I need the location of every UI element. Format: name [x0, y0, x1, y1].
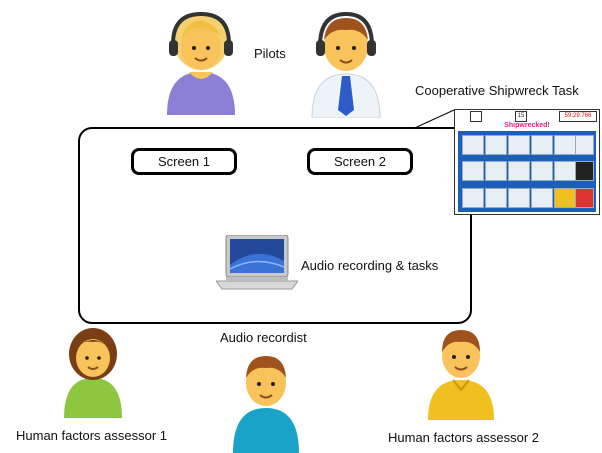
task-item-tile: [554, 188, 576, 208]
task-panel-field: [470, 111, 482, 122]
screen-1-box: Screen 1: [131, 148, 237, 175]
task-title-label: Cooperative Shipwreck Task: [415, 83, 579, 98]
task-item-tile: [508, 161, 530, 181]
task-item-tile: [554, 161, 576, 181]
task-panel-item-grid: [458, 131, 596, 212]
task-item-tile: [575, 188, 594, 208]
laptop-icon: [216, 235, 298, 290]
recordist-label: Audio recordist: [220, 330, 307, 345]
pilots-label: Pilots: [254, 46, 286, 61]
task-item-tile: [575, 161, 594, 181]
pilot-female-headset-icon: [167, 11, 235, 115]
task-item-tile: [531, 188, 553, 208]
recordist-person-icon: [233, 356, 299, 453]
task-item-tile: [508, 135, 530, 155]
task-item-tile: [485, 188, 507, 208]
task-item-tile: [462, 135, 484, 155]
task-item-tile: [485, 161, 507, 181]
task-panel-timer: 59:29:766: [559, 111, 597, 122]
screen-2-label: Screen 2: [333, 154, 387, 169]
task-item-tile: [485, 135, 507, 155]
task-item-tile: [575, 135, 594, 155]
assessor-2-label: Human factors assessor 2: [388, 430, 540, 445]
assessor-1-label: Human factors assessor 1: [16, 428, 168, 443]
screen-2-box: Screen 2: [307, 148, 413, 175]
task-item-tile: [462, 161, 484, 181]
task-item-tile: [554, 135, 576, 155]
laptop-label: Audio recording & tasks: [301, 258, 439, 273]
assessor-1-person-icon: [64, 328, 122, 418]
assessor-2-person-icon: [428, 330, 494, 420]
task-item-tile: [531, 161, 553, 181]
task-item-tile: [531, 135, 553, 155]
task-panel-toolbar: 15 59:29:766: [455, 110, 599, 122]
task-panel-title: Shipwrecked!: [504, 122, 550, 129]
pilot-male-headset-icon: [311, 11, 381, 118]
screen-1-label: Screen 1: [157, 154, 211, 169]
shipwreck-task-panel: 15 59:29:766 Shipwrecked!: [454, 109, 600, 215]
task-item-tile: [462, 188, 484, 208]
task-item-tile: [508, 188, 530, 208]
task-panel-counter: 15: [515, 111, 527, 122]
